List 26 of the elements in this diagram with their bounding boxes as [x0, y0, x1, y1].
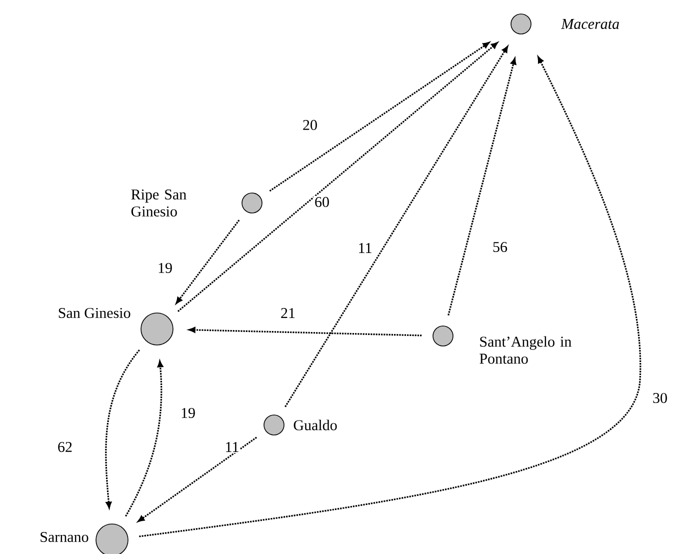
edge-label: 19	[180, 406, 196, 420]
arrow	[139, 56, 642, 538]
place-label: Gualdo	[294, 420, 337, 430]
place-label: Sant’Angelo in Pontano	[480, 336, 572, 364]
arrow	[269, 42, 490, 192]
edge-label: 19	[156, 262, 174, 274]
edge-label: 11	[356, 242, 374, 254]
arrow	[284, 46, 508, 408]
arrow	[188, 327, 422, 336]
arrow	[176, 220, 240, 304]
place-label: San Ginesio	[58, 308, 130, 318]
arrow	[125, 360, 164, 517]
edge-label: 30	[652, 392, 668, 404]
arrow	[138, 436, 258, 522]
edge-label: 56	[492, 240, 508, 254]
place-label: Macerata	[561, 19, 619, 29]
arrow	[177, 42, 498, 312]
place-label: Ripe San Ginesio	[131, 189, 186, 217]
arrow	[105, 350, 140, 508]
edge-label: 62	[56, 440, 74, 454]
place-label: Sarnano	[40, 532, 88, 542]
edge-label: 60	[314, 196, 330, 208]
edge-label: 20	[302, 118, 318, 132]
edge-label: 11	[224, 441, 240, 453]
arrow	[448, 58, 516, 316]
edge-label: 21	[280, 307, 296, 319]
